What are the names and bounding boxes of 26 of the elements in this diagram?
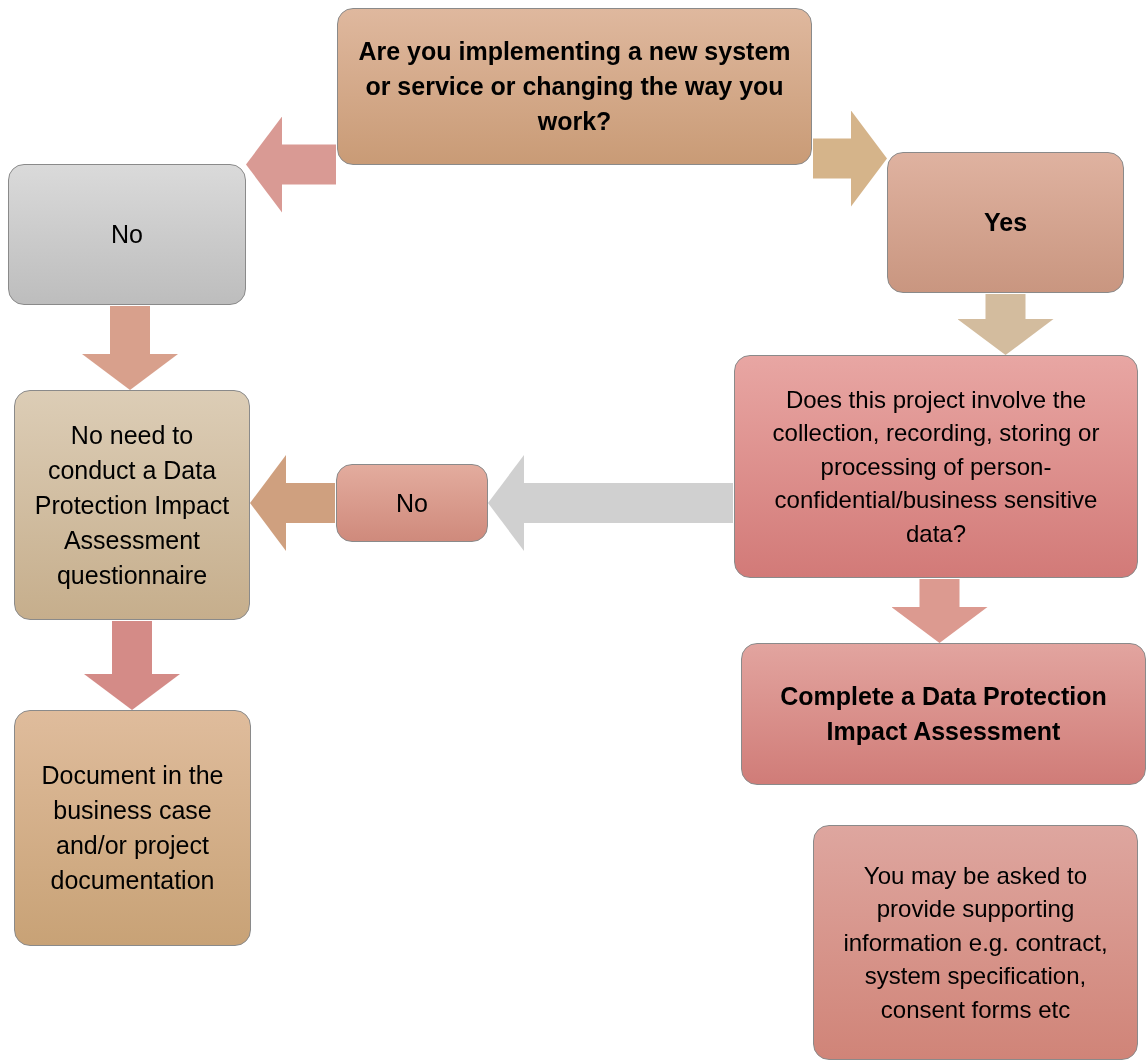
process-box bbox=[813, 825, 1138, 1060]
box-text: Does this project involve the collection, recording, storing or processing of person-confidential/business sensitive data? bbox=[771, 384, 1101, 549]
box-text: You may be asked to provide supporting information e.g. contract, system specification, consent forms etc bbox=[842, 860, 1109, 1025]
process-box bbox=[14, 390, 250, 620]
block-arrow bbox=[84, 621, 180, 710]
box-text: Document in the business case and/or project documentation bbox=[40, 760, 225, 896]
process-box bbox=[336, 464, 488, 542]
box-text: Complete a Data Protection Impact Assessment bbox=[779, 681, 1108, 747]
box-text: No need to conduct a Data Protection Impact Assessment questionnaire bbox=[33, 419, 231, 591]
block-arrow bbox=[82, 306, 178, 390]
process-box bbox=[734, 355, 1138, 578]
block-arrow bbox=[488, 455, 733, 551]
block-arrow bbox=[250, 455, 335, 551]
box-text: No bbox=[396, 487, 428, 519]
block-arrow bbox=[957, 294, 1054, 355]
process-box bbox=[337, 8, 812, 165]
box-text: Yes bbox=[983, 207, 1028, 238]
box-text: No bbox=[111, 219, 143, 250]
block-arrow bbox=[813, 110, 887, 207]
process-box bbox=[741, 643, 1146, 785]
process-box bbox=[14, 710, 251, 946]
box-text: Are you implementing a new system or service or changing the way you work? bbox=[357, 36, 792, 137]
process-box bbox=[887, 152, 1124, 293]
block-arrow bbox=[246, 116, 336, 213]
block-arrow bbox=[891, 579, 988, 643]
process-box bbox=[8, 164, 246, 305]
